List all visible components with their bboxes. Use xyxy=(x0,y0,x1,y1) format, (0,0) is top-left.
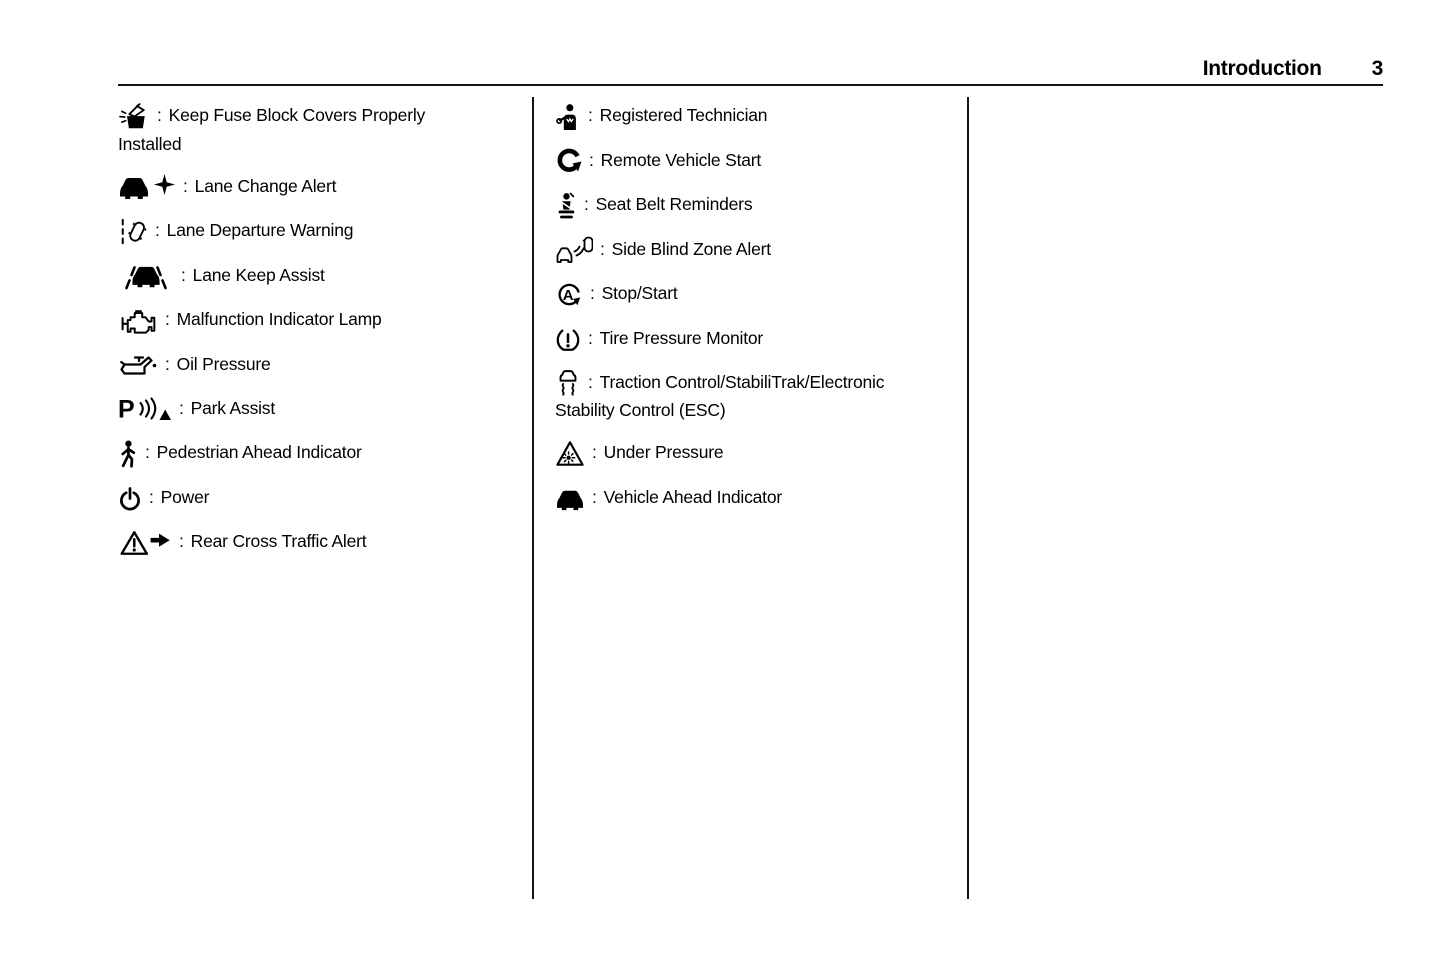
symbol-label: Malfunction Indicator Lamp xyxy=(176,309,382,330)
lane-change-alert-icon xyxy=(118,173,176,201)
symbol-label: Park Assist xyxy=(190,397,276,418)
colon-separator: : xyxy=(590,283,595,304)
tire-pressure-monitor-icon xyxy=(555,326,581,353)
symbol-label: Power xyxy=(160,487,210,507)
colon-separator: : xyxy=(179,531,184,552)
symbol-list-column-middle: : Registered Technician: Remote Vehicle St… xyxy=(555,102,947,528)
page-number: 3 xyxy=(1371,57,1384,80)
symbol-list-item: : Lane Departure Warning xyxy=(118,217,470,246)
symbol-label: Stop/Start xyxy=(601,283,678,304)
power-icon xyxy=(118,485,142,512)
colon-separator: : xyxy=(165,309,170,330)
symbol-label: Remote Vehicle Start xyxy=(600,149,762,170)
column-divider-left xyxy=(532,97,534,899)
malfunction-indicator-lamp-icon xyxy=(118,306,158,334)
colon-separator: : xyxy=(588,327,593,348)
colon-separator: : xyxy=(600,238,605,259)
symbol-label: Traction Control/StabiliTrak/Electronic … xyxy=(555,371,885,421)
symbol-list-item: : Seat Belt Reminders xyxy=(555,191,947,220)
colon-separator: : xyxy=(157,105,162,125)
symbol-list-item: :Traction Control/StabiliTrak/Electronic… xyxy=(555,369,947,424)
pedestrian-ahead-icon xyxy=(118,440,138,468)
symbol-list-item: A: Stop/Start xyxy=(555,280,947,309)
symbol-label: Registered Technician xyxy=(599,105,768,125)
seat-belt-reminder-icon xyxy=(555,191,577,219)
symbol-list-item: : Registered Technician xyxy=(555,102,947,131)
symbol-label: Seat Belt Reminders xyxy=(595,194,753,215)
symbol-label: Keep Fuse Block Covers Properly Installe… xyxy=(118,105,426,154)
symbol-list-item: : Rear Cross Traffic Alert xyxy=(118,528,470,557)
symbol-label: Vehicle Ahead Indicator xyxy=(603,487,783,507)
symbol-list-item: P: Park Assist xyxy=(118,395,470,424)
colon-separator: : xyxy=(181,264,186,285)
rear-cross-traffic-alert-icon xyxy=(118,528,172,556)
registered-technician-icon xyxy=(555,102,581,130)
lane-keep-assist-icon xyxy=(118,262,174,290)
symbol-list-item: :Keep Fuse Block Covers Properly Install… xyxy=(118,102,470,157)
symbol-label: Side Blind Zone Alert xyxy=(611,238,771,259)
header-rule xyxy=(118,84,1383,86)
symbol-list-item: : Tire Pressure Monitor xyxy=(555,325,947,353)
symbol-label: Oil Pressure xyxy=(176,353,271,374)
symbol-list-item: : Malfunction Indicator Lamp xyxy=(118,306,470,335)
colon-separator: : xyxy=(588,371,593,392)
stop-start-icon: A xyxy=(555,280,583,308)
side-blind-zone-alert-icon xyxy=(555,236,593,264)
symbol-label: Lane Keep Assist xyxy=(192,264,325,285)
colon-separator: : xyxy=(179,397,184,418)
lane-departure-warning-icon xyxy=(118,217,148,245)
page-title: Introduction xyxy=(1202,57,1322,80)
under-pressure-icon xyxy=(555,440,585,468)
symbol-label: Pedestrian Ahead Indicator xyxy=(156,442,362,463)
svg-text:P: P xyxy=(118,396,134,424)
svg-text:A: A xyxy=(563,287,574,304)
colon-separator: : xyxy=(584,194,589,215)
symbol-list-item: : Remote Vehicle Start xyxy=(555,147,947,176)
symbol-list-item: : Pedestrian Ahead Indicator xyxy=(118,439,470,468)
colon-separator: : xyxy=(592,487,597,507)
fuse-block-cover-icon xyxy=(118,102,150,130)
symbol-list-item: : Lane Change Alert xyxy=(118,173,470,202)
oil-pressure-icon xyxy=(118,352,158,379)
traction-control-icon xyxy=(555,369,581,397)
colon-separator: : xyxy=(592,442,597,463)
remote-vehicle-start-icon xyxy=(555,147,582,175)
symbol-label: Lane Change Alert xyxy=(194,175,337,196)
symbol-list-column-left: :Keep Fuse Block Covers Properly Install… xyxy=(118,102,470,573)
symbol-label: Lane Departure Warning xyxy=(166,220,354,241)
colon-separator: : xyxy=(183,175,188,196)
colon-separator: : xyxy=(155,220,160,241)
vehicle-ahead-indicator-icon xyxy=(555,485,585,512)
symbol-label: Under Pressure xyxy=(603,442,724,463)
symbol-list-item: : Side Blind Zone Alert xyxy=(555,236,947,265)
colon-separator: : xyxy=(145,442,150,463)
symbol-list-item: : Lane Keep Assist xyxy=(118,262,470,291)
page-header: Introduction 3 xyxy=(118,57,1384,81)
colon-separator: : xyxy=(588,105,593,125)
colon-separator: : xyxy=(149,487,154,507)
symbol-list-item: : Under Pressure xyxy=(555,439,947,468)
symbol-label: Rear Cross Traffic Alert xyxy=(190,531,367,552)
park-assist-icon: P xyxy=(118,395,172,423)
symbol-label: Tire Pressure Monitor xyxy=(599,327,764,348)
column-divider-right xyxy=(967,97,969,899)
colon-separator: : xyxy=(165,353,170,374)
symbol-list-item: : Power xyxy=(118,484,470,512)
symbol-list-item: : Oil Pressure xyxy=(118,351,470,379)
colon-separator: : xyxy=(589,149,594,170)
symbol-list-item: : Vehicle Ahead Indicator xyxy=(555,484,947,512)
